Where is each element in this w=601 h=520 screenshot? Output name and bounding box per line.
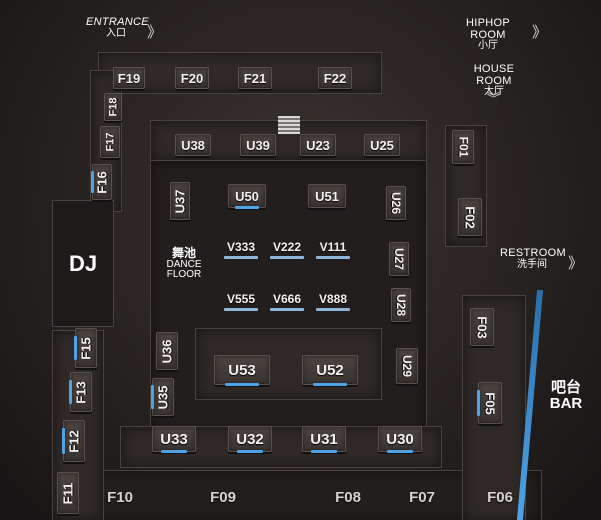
booth-v333[interactable]: V333 (222, 238, 260, 259)
booth-u30[interactable]: U30 (378, 426, 422, 453)
booth-f01[interactable]: F01 (452, 130, 474, 164)
center-stairs (278, 116, 300, 134)
booth-u32[interactable]: U32 (228, 426, 272, 453)
booth-u39[interactable]: U39 (240, 134, 276, 156)
booth-u27[interactable]: U27 (389, 242, 409, 276)
booth-f22[interactable]: F22 (318, 67, 352, 89)
booth-u29[interactable]: U29 (396, 348, 418, 384)
entrance-label-cn: 入口 (106, 27, 126, 39)
booth-u35[interactable]: U35 (151, 378, 174, 416)
booth-v111[interactable]: V111 (314, 238, 352, 259)
bar-label-cn: 吧台 (550, 379, 581, 396)
booth-u38[interactable]: U38 (175, 134, 211, 156)
booth-f03[interactable]: F03 (470, 308, 494, 346)
dance-floor-label-cn: 舞池 (171, 246, 196, 260)
booth-f11[interactable]: F11 (57, 472, 79, 514)
hiphop-chevron-icon: 》 (532, 24, 548, 41)
dj-label: DJ (68, 250, 98, 276)
booth-u37[interactable]: U37 (170, 182, 190, 220)
dance-floor-label-en: DANCE FLOOR (166, 258, 202, 281)
booth-f02[interactable]: F02 (458, 198, 482, 236)
booth-f08[interactable]: F08 (335, 488, 361, 506)
house-label-en: HOUSE ROOM (473, 63, 515, 87)
booth-v555[interactable]: V555 (222, 290, 260, 311)
restroom-label-cn: 洗手间 (517, 258, 547, 270)
restroom-chevron-icon: 》 (568, 255, 584, 272)
entrance-sign: ENTRANCE 入口 (86, 16, 149, 39)
dj-booth: DJ (52, 200, 114, 327)
booth-v666[interactable]: V666 (268, 290, 306, 311)
hiphop-label-cn: 小厅 (478, 40, 498, 52)
booth-u51[interactable]: U51 (308, 184, 346, 208)
booth-f21[interactable]: F21 (238, 67, 272, 89)
booth-f18[interactable]: F18 (104, 93, 122, 121)
booth-f19[interactable]: F19 (113, 67, 145, 89)
booth-f05[interactable]: F05 (477, 382, 502, 424)
booth-f13[interactable]: F13 (69, 372, 92, 412)
hiphop-label-en: HIPHOP ROOM (466, 17, 510, 41)
entrance-label-en: ENTRANCE (86, 16, 149, 28)
booth-f09[interactable]: F09 (210, 488, 236, 506)
restroom-sign: RESTROOM 洗手间 (500, 247, 566, 270)
restroom-label-en: RESTROOM (500, 247, 566, 259)
booth-f12[interactable]: F12 (62, 420, 85, 462)
entrance-chevron-icon: 》 (147, 24, 163, 41)
booth-u26[interactable]: U26 (386, 186, 406, 220)
booth-u23[interactable]: U23 (300, 134, 336, 156)
bar-label-en: BAR (549, 394, 583, 412)
booth-f17[interactable]: F17 (100, 126, 120, 158)
hiphop-room-sign: HIPHOP ROOM 小厅 (447, 17, 529, 52)
booth-f07[interactable]: F07 (409, 488, 435, 506)
booth-f15[interactable]: F15 (74, 328, 97, 368)
booth-f06[interactable]: F06 (487, 488, 513, 506)
booth-f10[interactable]: F10 (107, 488, 133, 506)
booth-v888[interactable]: V888 (314, 290, 352, 311)
booth-u36[interactable]: U36 (156, 332, 178, 370)
booth-v222[interactable]: V222 (268, 238, 306, 259)
bar-sign: 吧台 BAR (542, 380, 590, 412)
house-label-cn: 大厅 (484, 86, 504, 98)
booth-u31[interactable]: U31 (302, 426, 346, 453)
house-room-sign: HOUSE ROOM 大厅 (455, 63, 533, 98)
booth-u52[interactable]: U52 (302, 355, 358, 386)
booth-u25[interactable]: U25 (364, 134, 400, 156)
house-chevron-down-icon: ︾ (487, 91, 501, 106)
booth-u50[interactable]: U50 (228, 184, 266, 209)
booth-f20[interactable]: F20 (175, 67, 209, 89)
booth-u53[interactable]: U53 (214, 355, 270, 386)
booth-u28[interactable]: U28 (391, 288, 411, 322)
booth-f16[interactable]: F16 (91, 164, 112, 200)
dance-floor-sign: 舞池 DANCE FLOOR (158, 247, 210, 281)
booth-u33[interactable]: U33 (152, 426, 196, 453)
